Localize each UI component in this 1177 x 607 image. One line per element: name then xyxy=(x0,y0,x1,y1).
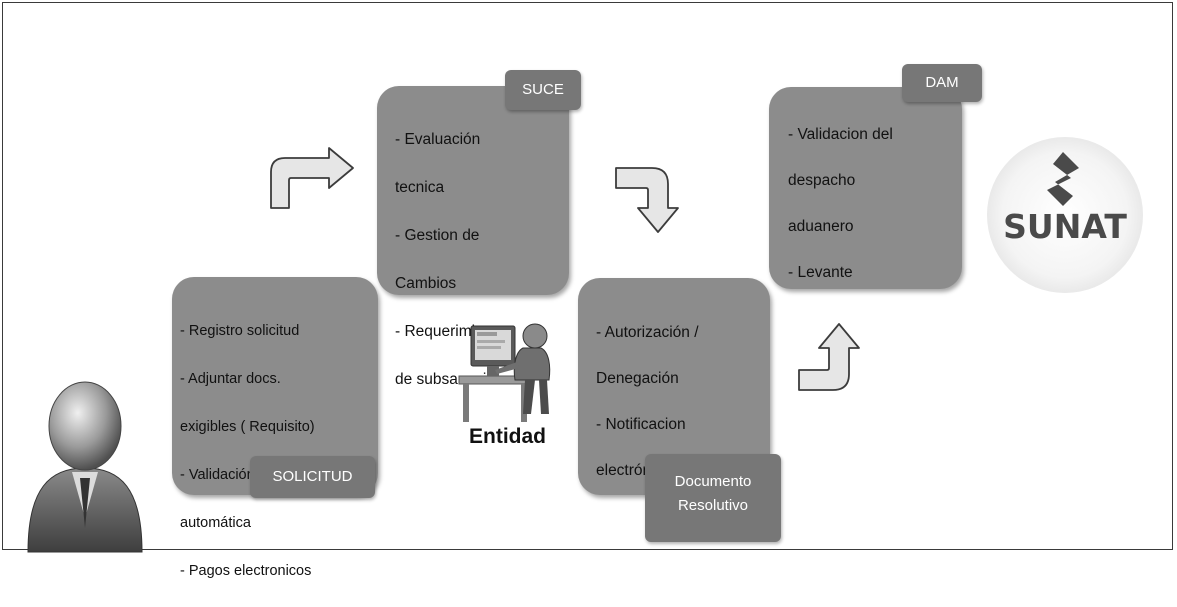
sunat-logo-text: SUNAT xyxy=(1003,207,1127,246)
suce-line: - Gestion de xyxy=(395,227,480,244)
dam-tag: DAM xyxy=(902,64,982,102)
bent-arrow-right-down-icon xyxy=(615,167,679,233)
dam-box xyxy=(769,87,962,289)
entidad-label: Entidad xyxy=(469,425,546,448)
solicitud-line: - Adjuntar docs. xyxy=(180,371,281,387)
bent-arrow-up-right-icon xyxy=(270,147,354,209)
suce-line: - Evaluación xyxy=(395,131,481,148)
suce-line: tecnica xyxy=(395,179,445,196)
suce-box xyxy=(377,86,569,295)
dam-line: despacho xyxy=(788,172,856,189)
person-at-computer-icon xyxy=(458,323,551,422)
solicitud-line: exigibles ( Requisito) xyxy=(180,419,315,435)
solicitud-text: - Registro solicitud - Adjuntar docs. ex… xyxy=(180,295,315,607)
documento-line: - Notificacion xyxy=(596,416,686,433)
sunat-logo: SUNAT xyxy=(987,137,1143,293)
dam-line: - Levante xyxy=(788,264,853,281)
documento-tag: Documento Resolutivo xyxy=(645,454,781,542)
user-avatar-icon xyxy=(27,381,143,553)
solicitud-tag: SOLICITUD xyxy=(250,456,375,498)
solicitud-line: - Registro solicitud xyxy=(180,323,300,339)
documento-tag-line: Documento xyxy=(674,473,752,490)
documento-line: - Autorización / xyxy=(596,324,699,341)
solicitud-line: - Validación xyxy=(180,467,255,483)
suce-tag: SUCE xyxy=(505,70,581,110)
solicitud-line: - Pagos electronicos xyxy=(180,563,312,579)
dam-line: - Validacion del xyxy=(788,126,893,143)
documento-line: Denegación xyxy=(596,370,679,387)
documento-tag-line: Resolutivo xyxy=(677,497,749,514)
suce-line: Cambios xyxy=(395,275,457,292)
dam-text: - Validacion del despacho aduanero - Lev… xyxy=(788,100,893,307)
bent-arrow-right-up-icon xyxy=(798,323,860,391)
dam-line: aduanero xyxy=(788,218,854,235)
solicitud-line: automática xyxy=(180,515,251,531)
sunat-s-mark-icon xyxy=(1047,152,1079,206)
